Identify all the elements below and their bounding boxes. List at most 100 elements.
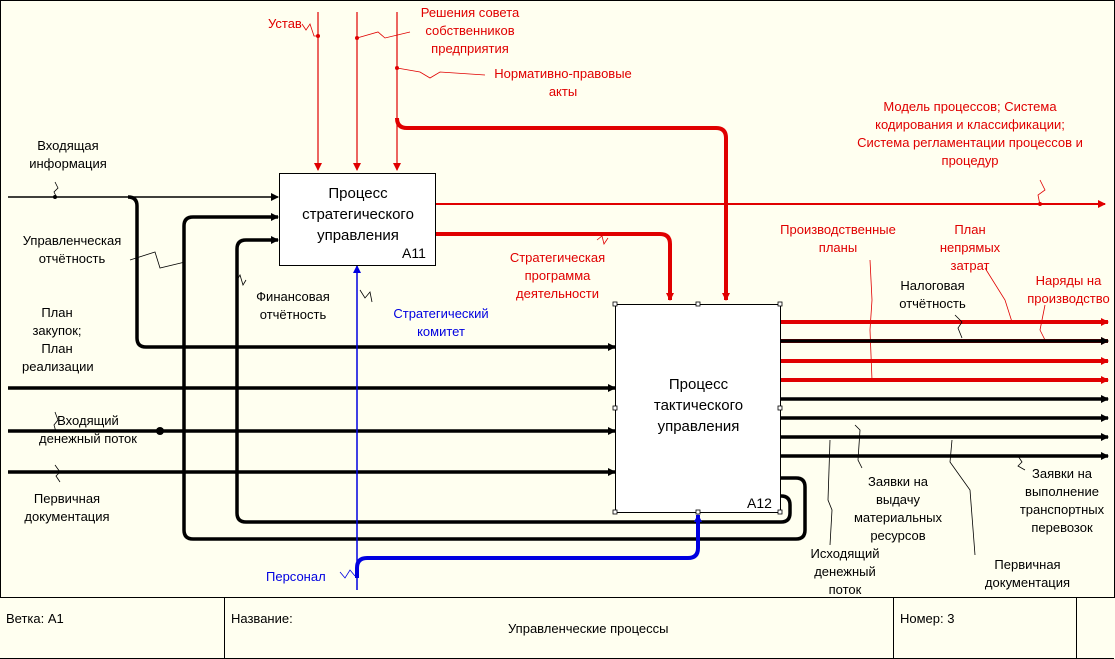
input-vhinfo-to-a12 xyxy=(127,195,616,351)
label-zayav-vyd: Заявки на выдачу материальных ресурсов xyxy=(843,473,953,545)
label-proizv: Производственные планы xyxy=(768,221,908,257)
label-line: реализации xyxy=(22,359,94,374)
label-strat-kom: Стратегический комитет xyxy=(380,305,502,341)
label-line: денежный xyxy=(814,564,876,579)
footer-number: Номер: 3 xyxy=(900,611,955,626)
label-squiggles-red xyxy=(301,23,1046,381)
a12-black-outputs xyxy=(781,337,1109,460)
label-line: Нормативно-правовые xyxy=(494,66,632,81)
control-arrows-a11 xyxy=(314,12,401,171)
label-line: документация xyxy=(24,509,110,524)
a12-red-outputs xyxy=(781,318,1109,384)
label-line: документация xyxy=(984,575,1071,590)
label-line: ресурсов xyxy=(870,528,926,543)
label-line: Наряды на xyxy=(1035,273,1102,288)
label-line: Стратегический xyxy=(393,306,489,321)
label-zayav-vyp: Заявки на выполнение транспортных перево… xyxy=(1012,465,1112,537)
a12-title-line: управления xyxy=(657,418,740,435)
box-a12[interactable] xyxy=(615,304,781,513)
label-norm: Нормативно-правовые акты xyxy=(483,65,643,101)
label-ustav: Устав xyxy=(268,16,302,31)
a11-title-line: Процесс xyxy=(328,185,388,202)
label-vh-den: Входящий денежный поток xyxy=(28,412,148,448)
box-a11[interactable] xyxy=(279,173,436,266)
label-strat-prog: Стратегическая программа деятельности xyxy=(495,249,620,303)
label-line: собственников xyxy=(425,23,515,38)
footer-name-value: Управленческие процессы xyxy=(508,621,669,636)
label-line: Производственные xyxy=(780,222,896,237)
label-line: информация xyxy=(29,156,107,171)
diagram-footer: Ветка: А1 Название: Управленческие проце… xyxy=(0,597,1114,659)
label-ish-den: Исходящий денежный поток xyxy=(800,545,890,599)
label-line: планы xyxy=(818,240,858,255)
a12-title: Процесс тактического управления xyxy=(616,374,781,437)
label-model: Модель процессов; Система кодирования и … xyxy=(830,98,1110,170)
label-line: выдачу xyxy=(875,492,921,507)
label-line: материальных xyxy=(853,510,943,525)
label-line: комитет xyxy=(417,324,465,339)
control-norm-to-a12 xyxy=(395,117,730,301)
label-line: производство xyxy=(1027,291,1110,306)
label-fin-otch: Финансовая отчётность xyxy=(243,288,343,324)
label-line: отчётность xyxy=(259,307,327,322)
footer-number-cell: Номер: 3 xyxy=(894,598,1077,658)
label-line: Финансовая xyxy=(256,289,330,304)
feedback-fin-otch xyxy=(235,236,792,524)
label-line: поток xyxy=(828,582,862,597)
label-line: денежный поток xyxy=(39,431,137,446)
label-line: деятельности xyxy=(516,286,599,301)
a11-title: Процесс стратегического управления xyxy=(280,183,436,246)
label-line: предприятия xyxy=(431,41,509,56)
a11-title-line: стратегического xyxy=(302,206,414,223)
label-squiggles-black xyxy=(53,181,1026,556)
label-line: транспортных xyxy=(1019,502,1105,517)
label-line: Входящий xyxy=(57,413,119,428)
footer-name-label: Название: xyxy=(231,611,293,626)
label-line: непрямых xyxy=(939,240,1001,255)
label-line: перевозок xyxy=(1031,520,1093,535)
footer-branch-cell: Ветка: А1 xyxy=(0,598,225,658)
label-line: отчётность xyxy=(899,296,966,311)
label-line: Первичная xyxy=(33,491,101,506)
label-resh: Решения совета собственников предприятия xyxy=(405,4,535,58)
label-line: Система регламентации процессов и xyxy=(857,135,1083,150)
label-line: Первичная xyxy=(994,557,1061,572)
label-perv-doc-in: Первичная документация xyxy=(12,490,122,526)
label-perv-doc-out: Первичная документация xyxy=(970,556,1085,592)
label-personal: Персонал xyxy=(266,569,326,584)
label-line: Налоговая xyxy=(900,278,965,293)
label-plan-neprym: План непрямых затрат xyxy=(930,221,1010,275)
label-line: затрат xyxy=(950,258,990,273)
label-line: Модель процессов; Система xyxy=(883,99,1057,114)
label-line: кодирования и классификации; xyxy=(875,117,1065,132)
label-line: Решения совета xyxy=(420,5,520,20)
label-line: План xyxy=(41,305,73,320)
label-line: Входящая xyxy=(37,138,99,153)
label-line: План xyxy=(41,341,73,356)
a12-number: A12 xyxy=(747,495,772,511)
label-line: выполнение xyxy=(1025,484,1099,499)
label-nalog: Налоговая отчётность xyxy=(890,277,975,313)
a12-title-line: тактического xyxy=(653,397,744,414)
label-naryady: Наряды на производство xyxy=(1022,272,1115,308)
label-line: Исходящий xyxy=(810,546,880,561)
label-vhinfo: Входящая информация xyxy=(18,137,118,173)
label-line: Стратегическая xyxy=(509,250,606,265)
feedback-upr-otch xyxy=(182,213,807,541)
label-line: программа xyxy=(524,268,591,283)
label-upr-otch: Управленческая отчётность xyxy=(12,232,132,268)
a11-title-line: управления xyxy=(317,227,399,244)
label-line: Заявки на xyxy=(1032,466,1092,481)
label-line: акты xyxy=(548,84,578,99)
mechanism-personal xyxy=(355,514,702,578)
idef0-diagram xyxy=(0,0,1115,598)
a11-number: A11 xyxy=(402,245,426,261)
footer-branch: Ветка: А1 xyxy=(6,611,64,626)
output-strat-prog xyxy=(436,232,674,301)
label-line: Заявки на xyxy=(868,474,928,489)
label-line: отчётность xyxy=(38,251,106,266)
label-line: Управленческая xyxy=(22,233,122,248)
label-plan-zak: План закупок; План реализации xyxy=(22,304,94,376)
a12-handles xyxy=(612,301,783,515)
label-line: процедур xyxy=(941,153,999,168)
